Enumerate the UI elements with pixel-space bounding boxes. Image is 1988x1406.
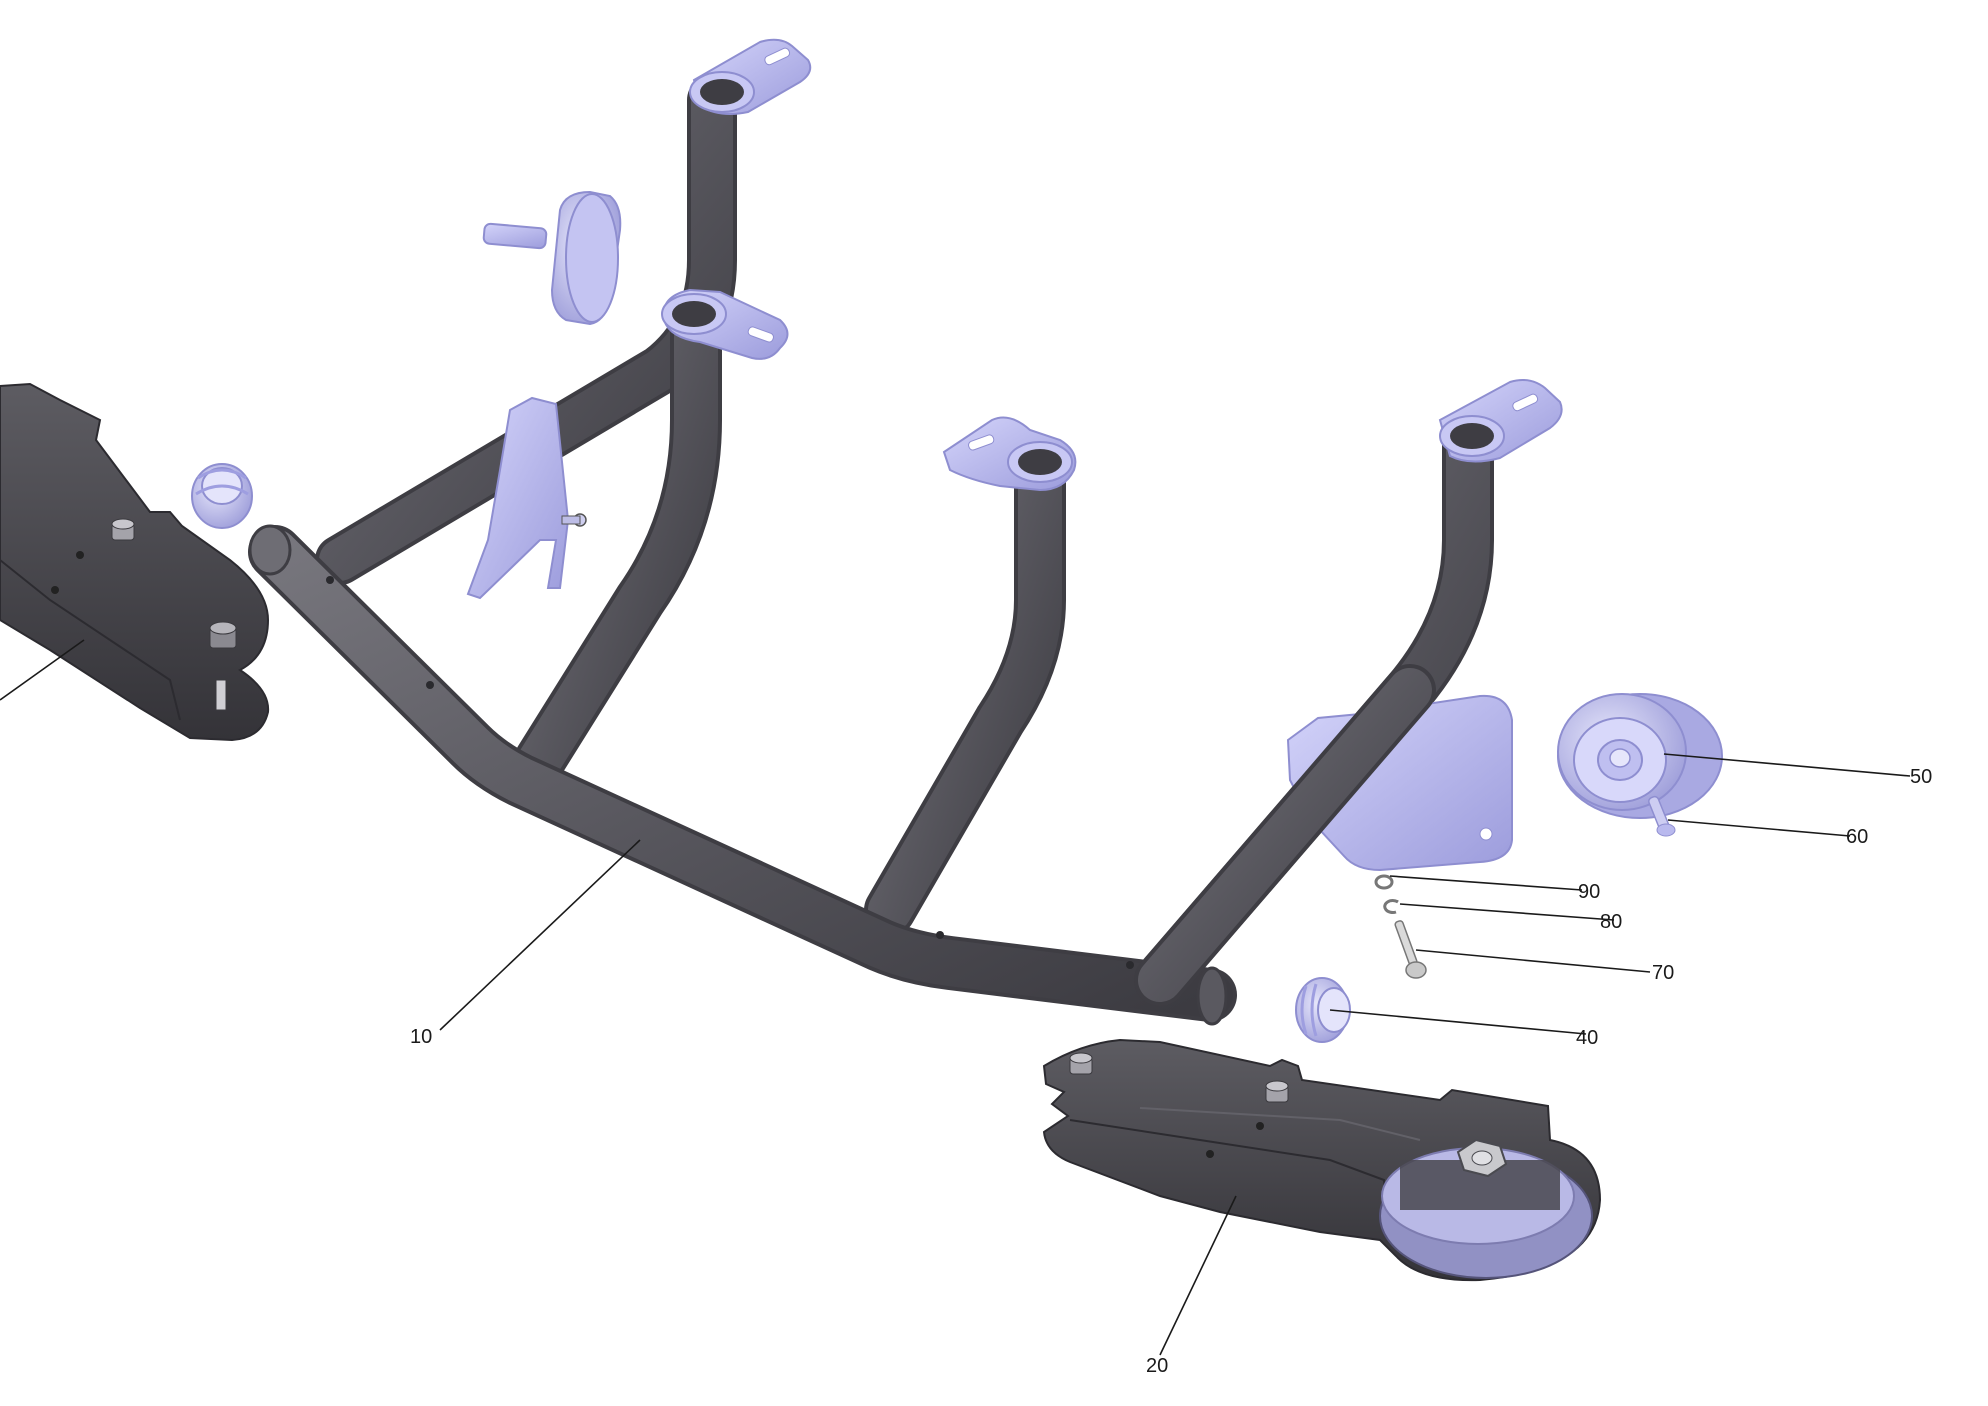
leader-50 bbox=[1663, 753, 1911, 777]
leader-80 bbox=[1399, 903, 1615, 921]
pulley-wheel-part-50 bbox=[1557, 693, 1723, 819]
right-arm-part-20 bbox=[1042, 1038, 1602, 1282]
tube-frame-right-leg-front bbox=[1134, 664, 1436, 1006]
callout-60: 60 bbox=[1846, 826, 1868, 848]
lock-washer-part-80 bbox=[1383, 899, 1399, 914]
callout-labels: 10 20 40 50 60 70 80 90 bbox=[410, 766, 1932, 1377]
callout-80: 80 bbox=[1600, 911, 1622, 933]
left-bushing bbox=[191, 463, 253, 529]
left-mount-bracket bbox=[466, 396, 587, 600]
callout-10: 10 bbox=[410, 1026, 432, 1048]
leader-lines bbox=[0, 639, 1911, 1356]
callout-90: 90 bbox=[1578, 881, 1600, 903]
stud-part-60 bbox=[1648, 795, 1676, 837]
callout-70: 70 bbox=[1652, 962, 1674, 984]
callout-40: 40 bbox=[1576, 1027, 1598, 1049]
bushing-part-40 bbox=[1295, 977, 1351, 1043]
leader-40 bbox=[1329, 1009, 1587, 1035]
leader-20 bbox=[1159, 1195, 1237, 1356]
callout-20: 20 bbox=[1146, 1355, 1168, 1377]
leader-90 bbox=[1389, 875, 1583, 891]
leader-10 bbox=[439, 839, 641, 1031]
washer-part-90 bbox=[1374, 874, 1394, 890]
tube-flange-plates bbox=[661, 38, 1563, 492]
leader-70 bbox=[1415, 949, 1651, 973]
tube-frame-part-10 bbox=[248, 75, 1494, 1026]
leader-60 bbox=[1667, 819, 1851, 837]
leader-left-arm bbox=[0, 639, 85, 701]
left-arm bbox=[0, 382, 270, 742]
bolt-part-70 bbox=[1394, 920, 1427, 979]
upper-left-roller bbox=[482, 190, 622, 326]
callout-50: 50 bbox=[1910, 766, 1932, 788]
